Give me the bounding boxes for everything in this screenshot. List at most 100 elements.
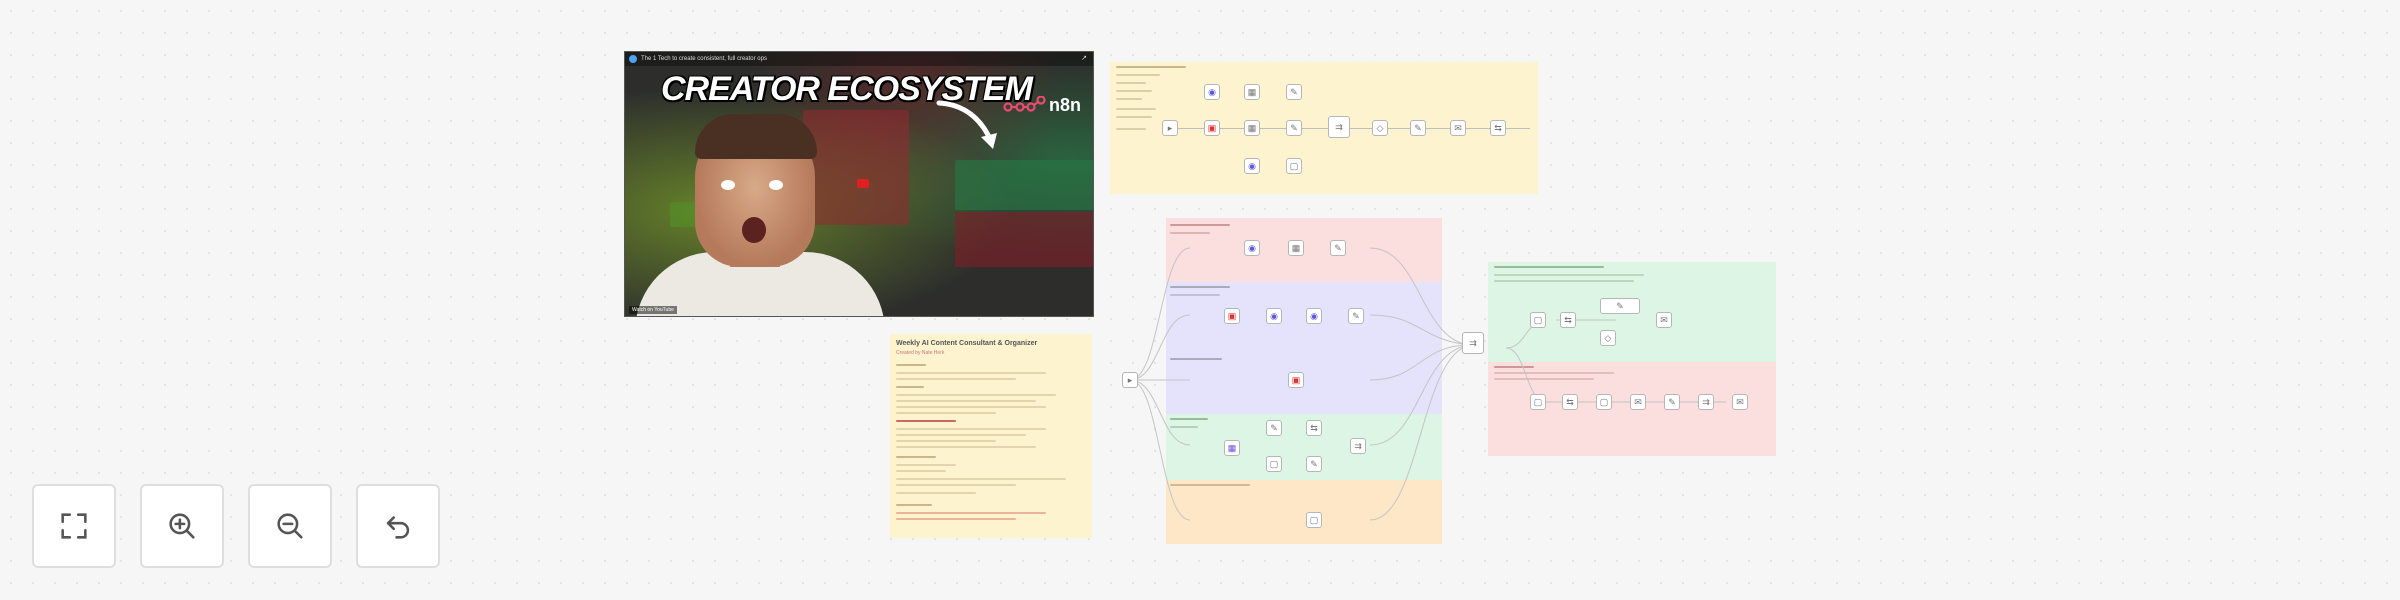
workflow-node[interactable]: ⇆ [1306, 420, 1322, 436]
zoom-out-button[interactable] [248, 484, 332, 568]
sticky-text-line [896, 512, 1046, 514]
workflow-node[interactable]: ◉ [1266, 308, 1282, 324]
document-note-title: Weekly AI Content Consultant & Organizer [896, 340, 1038, 347]
workflow-node[interactable]: ✎ [1266, 420, 1282, 436]
sticky-text-line [896, 484, 1016, 486]
zoom-in-icon [169, 513, 195, 539]
workflow-node[interactable]: ✎ [1410, 120, 1426, 136]
section-header-line [1170, 484, 1250, 486]
sticky-text-line [896, 434, 1026, 436]
person-hair [695, 114, 817, 159]
connection-lines [1129, 247, 1471, 521]
merge-node[interactable]: ⇉ [1328, 116, 1350, 138]
sticky-text-line [896, 518, 1016, 520]
watch-on-youtube-label[interactable]: Watch on YouTube [629, 306, 677, 314]
workflow-section-orange[interactable] [1166, 480, 1442, 544]
workflow-node[interactable]: ✎ [1330, 240, 1346, 256]
video-headline: CREATOR ECOSYSTEM [661, 70, 1033, 108]
sticky-text-line [1116, 116, 1152, 118]
merge-node[interactable]: ⇉ [1462, 332, 1484, 354]
workflow-node[interactable]: ✎ [1348, 308, 1364, 324]
workflow-node[interactable]: ▸ [1162, 120, 1178, 136]
arrow-icon [936, 100, 997, 149]
workflow-sticky-top[interactable]: ▸ ◉ ▦ ✎ ▣ ▦ ✎ ◉ ▢ ⇉ ◇ ✎ ✉ ⇆ [1110, 62, 1538, 194]
workflow-node[interactable]: ▢ [1306, 512, 1322, 528]
workflow-node[interactable]: ▦ [1288, 240, 1304, 256]
sticky-text-line [896, 400, 1036, 402]
workflow-node[interactable]: ⇉ [1698, 394, 1714, 410]
section-header-line [1170, 294, 1220, 296]
sticky-text-line [1116, 98, 1142, 100]
workflow-node[interactable]: ▣ [1224, 308, 1240, 324]
section-header-line [1170, 232, 1210, 234]
section-header-line [1170, 418, 1208, 420]
section-header-line [1494, 366, 1534, 368]
workflow-node[interactable]: ◇ [1600, 330, 1616, 346]
sticky-text-line [896, 386, 924, 388]
workflow-node[interactable]: ✎ [1306, 456, 1322, 472]
workflow-node[interactable]: ▦ [1224, 440, 1240, 456]
workflow-node[interactable]: ✎ [1664, 394, 1680, 410]
workflow-node[interactable]: ◉ [1204, 84, 1220, 100]
person-eye-left [721, 180, 735, 190]
workflow-node[interactable]: ▢ [1596, 394, 1612, 410]
section-header-line [1170, 224, 1230, 226]
sticky-text-line [896, 504, 932, 506]
workflow-node[interactable]: ▢ [1286, 158, 1302, 174]
sticky-text-line [1116, 66, 1186, 68]
workflow-node[interactable]: ◉ [1244, 240, 1260, 256]
workflow-node[interactable]: ▢ [1530, 312, 1546, 328]
reset-zoom-button[interactable] [356, 484, 440, 568]
workflow-node[interactable]: ⇆ [1490, 120, 1506, 136]
undo-icon [386, 516, 410, 539]
section-header-line [1494, 372, 1614, 374]
workflow-node[interactable]: ✉ [1732, 394, 1748, 410]
zoom-in-button[interactable] [140, 484, 224, 568]
sticky-text-line [896, 372, 1046, 374]
workflow-node[interactable]: ⇆ [1560, 312, 1576, 328]
n8n-brand-text: n8n [1049, 95, 1082, 115]
workflow-node[interactable]: ▦ [1244, 84, 1260, 100]
workflow-node[interactable]: ▦ [1244, 120, 1260, 136]
video-darkred-panel [955, 212, 1093, 267]
workflow-node-wide[interactable]: ✎ [1600, 298, 1640, 314]
workflow-node[interactable]: ▣ [1204, 120, 1220, 136]
workflow-node[interactable]: ✉ [1630, 394, 1646, 410]
video-top-bar: The 1 Tech to create consistent, full cr… [625, 52, 1093, 66]
video-green-panel [955, 160, 1093, 210]
workflow-node[interactable]: ◉ [1244, 158, 1260, 174]
workflow-node[interactable]: ▢ [1530, 394, 1546, 410]
workflow-section-green[interactable] [1166, 414, 1442, 480]
trigger-node[interactable]: ▸ [1122, 372, 1138, 388]
sticky-text-line [896, 446, 1036, 448]
workflow-node[interactable]: ✉ [1656, 312, 1672, 328]
channel-avatar-icon[interactable] [629, 55, 637, 63]
workflow-node[interactable]: ✎ [1286, 84, 1302, 100]
workflow-section-blue[interactable] [1166, 282, 1442, 414]
sticky-text-line [896, 420, 956, 422]
workflow-node[interactable]: ✉ [1450, 120, 1466, 136]
workflow-node[interactable]: ◇ [1372, 120, 1388, 136]
zoom-out-icon [277, 513, 303, 539]
sticky-text-line [896, 364, 926, 366]
sticky-text-line [896, 478, 1066, 480]
sticky-text-line [1116, 82, 1146, 84]
sticky-text-line [896, 428, 1046, 430]
workflow-node[interactable]: ▢ [1266, 456, 1282, 472]
workflow-node[interactable]: ▣ [1288, 372, 1304, 388]
document-sticky-note[interactable]: Weekly AI Content Consultant & Organizer… [890, 334, 1092, 538]
section-header-line [1494, 274, 1644, 276]
sticky-text-line [1116, 128, 1146, 130]
sticky-text-line [896, 412, 996, 414]
workflow-section-red[interactable] [1166, 218, 1442, 282]
section-header-line [1494, 266, 1604, 268]
workflow-node[interactable]: ⇆ [1562, 394, 1578, 410]
workflow-node[interactable]: ⇉ [1350, 438, 1366, 454]
share-button[interactable]: ↗ [1081, 55, 1087, 62]
connection-line [1170, 128, 1530, 129]
video-red-panel [803, 110, 909, 225]
video-embed[interactable]: The 1 Tech to create consistent, full cr… [624, 51, 1094, 317]
workflow-node[interactable]: ✎ [1286, 120, 1302, 136]
fit-view-button[interactable] [32, 484, 116, 568]
workflow-node[interactable]: ◉ [1306, 308, 1322, 324]
